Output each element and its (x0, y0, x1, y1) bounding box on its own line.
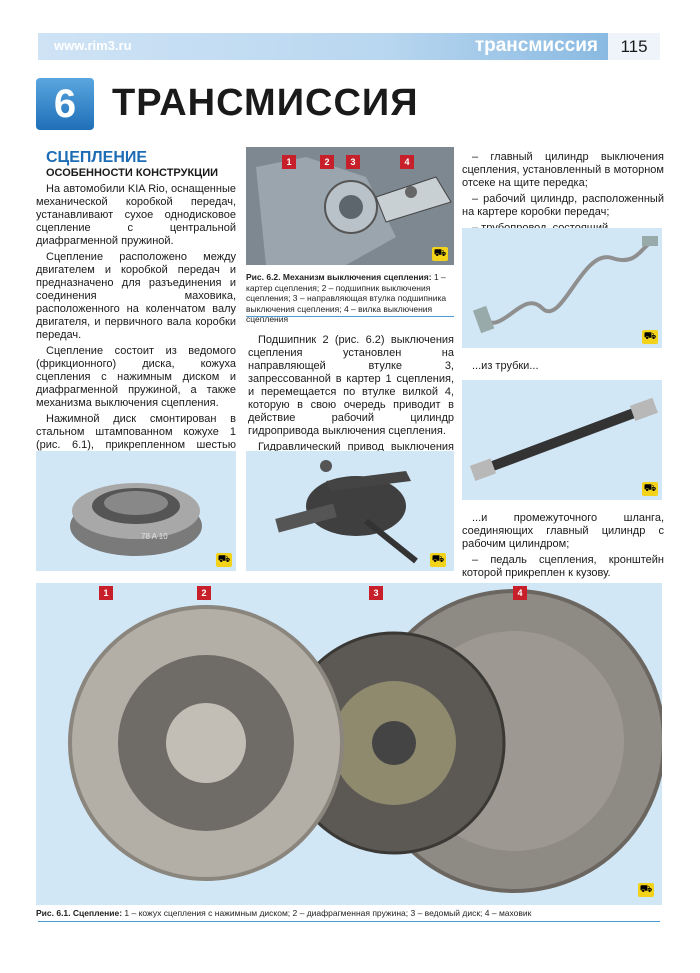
site-url[interactable]: www.rim3.ru (54, 38, 132, 53)
callout-tag: 4 (513, 586, 527, 600)
paragraph: ...и промежуточного шланга, соединяющих … (462, 512, 664, 550)
paragraph: – педаль сцепления, кронштейн которой пр… (462, 554, 664, 579)
bearing-illustration: 78 A 10 (70, 483, 202, 556)
callout-tag: 2 (197, 586, 211, 600)
page-number: 115 (608, 33, 660, 60)
car-icon: ⛟ (430, 553, 446, 567)
pipe-illustration (472, 236, 658, 334)
paragraph: Сцепление состоит из ведомого (фрикционн… (36, 345, 236, 409)
release-bearing-photo: 78 A 10 ⛟ (36, 451, 236, 571)
slave-cylinder-photo: ⛟ (246, 451, 454, 571)
car-icon: ⛟ (642, 330, 658, 344)
column-3-top: – главный цилиндр выключения сцепления, … (462, 151, 664, 238)
chapter-title: ТРАНСМИССИЯ (112, 82, 419, 124)
callout-tag: 3 (369, 586, 383, 600)
hose-illustration (469, 397, 658, 481)
callout-tag: 2 (320, 155, 334, 169)
paragraph: – главный цилиндр выключения сцепления, … (462, 151, 664, 189)
car-icon: ⛟ (432, 247, 448, 261)
clutch-hose-photo: ⛟ (462, 380, 662, 500)
figure-6-2-caption: Рис. 6.2. Механизм выключения сцепления:… (246, 272, 454, 325)
car-icon: ⛟ (216, 553, 232, 567)
caption-label: Рис. 6.2. Механизм выключения сцепления: (246, 272, 432, 282)
chapter-number: 6 (36, 78, 94, 130)
paragraph: – рабочий цилиндр, расположенный на карт… (462, 193, 664, 218)
callout-tag: 3 (346, 155, 360, 169)
car-icon: ⛟ (638, 883, 654, 897)
column-3-bottom: ...и промежуточного шланга, соединяющих … (462, 512, 664, 583)
caption-text: 1 – картер сцепления; 2 – подшипник выкл… (246, 272, 447, 324)
figure-6-1-photo: 1 2 3 4 ⛟ (36, 583, 662, 905)
paragraph: На автомобили KIA Rio, оснащенные механи… (36, 183, 236, 247)
bottom-divider (38, 921, 660, 922)
paragraph: Подшипник 2 (рис. 6.2) выключения сцепле… (248, 334, 454, 437)
section-subheading: ОСОБЕННОСТИ КОНСТРУКЦИИ (46, 167, 219, 179)
paragraph: ...из трубки... (472, 360, 539, 372)
callout-tag: 1 (99, 586, 113, 600)
callout-tag: 4 (400, 155, 414, 169)
column-3-mid: ...из трубки... (462, 360, 664, 376)
clutch-pipe-photo: ⛟ (462, 228, 662, 348)
slave-cylinder-illustration (275, 460, 418, 564)
caption-text: 1 – кожух сцепления с нажимным диском; 2… (124, 908, 532, 918)
figure-6-1-caption: Рис. 6.1. Сцепление: 1 – кожух сцепления… (36, 908, 662, 919)
figure-6-2-photo: 1 2 3 4 ⛟ (246, 147, 454, 265)
caption-divider (246, 316, 454, 317)
page-header: www.rim3.ru трансмиссия 115 (38, 33, 660, 60)
car-icon: ⛟ (642, 482, 658, 496)
section-title: трансмиссия (474, 35, 598, 56)
paragraph: Сцепление расположено между двигателем и… (36, 251, 236, 341)
callout-tag: 1 (282, 155, 296, 169)
caption-label: Рис. 6.1. Сцепление: (36, 908, 123, 918)
bearing-marking: 78 A 10 (141, 532, 168, 541)
clutch-assembly-illustration (68, 589, 662, 893)
section-heading: СЦЕПЛЕНИЕ (46, 149, 148, 166)
